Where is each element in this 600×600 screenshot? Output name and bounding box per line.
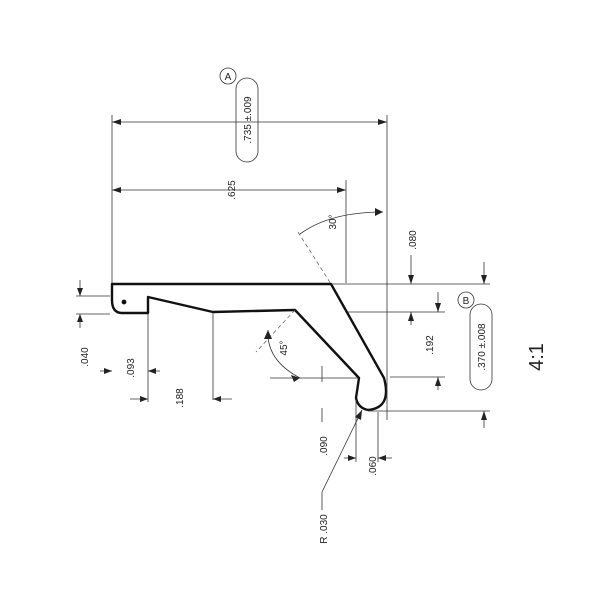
arrowhead [213, 396, 221, 402]
tolerance-oval-370 [469, 303, 493, 391]
arrowhead [408, 275, 414, 284]
arrowhead [378, 119, 387, 125]
arrowhead [435, 303, 441, 312]
angle-45-ref [255, 309, 296, 353]
dim-overall-length: .735 ±.009 [243, 96, 254, 144]
arrowhead [104, 368, 112, 374]
angle-30-arc [299, 211, 384, 235]
dim-flange-thickness: .040 [80, 347, 91, 367]
angle-30-ref [297, 231, 332, 285]
part-outline [110, 282, 388, 412]
dim-length-to-angle: .625 [227, 180, 238, 200]
dim-tip-radius: R .030 [319, 514, 330, 544]
arrowhead [337, 187, 346, 193]
arrowhead [140, 396, 148, 402]
scale-note: 4:1 [526, 343, 548, 371]
arrowhead [435, 377, 441, 386]
arrowhead [77, 288, 83, 296]
arrowhead [375, 208, 383, 216]
dim-tip-height: .060 [368, 456, 379, 476]
arrowhead [481, 275, 487, 284]
angle-lower-label: 45° [279, 340, 290, 355]
dim-middle-height: .192 [425, 335, 436, 355]
arrowhead [148, 368, 156, 374]
arrowhead [378, 455, 386, 461]
dimension-lines [77, 119, 487, 461]
datum-b: B [457, 291, 475, 309]
arrowhead [355, 410, 362, 420]
datum-a: A [219, 67, 237, 85]
arrowhead [348, 455, 356, 461]
dim-top-offset: .080 [408, 230, 419, 250]
dimension-labels: .735 ±.009 .625 .080 .192 .370 ±.008 .06… [80, 96, 488, 544]
extension-lines [76, 115, 490, 462]
datum-a-circle [219, 67, 237, 85]
dim-notch-depth: .093 [126, 358, 137, 378]
tolerance-oval-735 [235, 77, 259, 163]
datum-b-circle [457, 291, 475, 309]
angle-upper-label: 30° [328, 214, 339, 229]
hole-dot [121, 299, 127, 305]
arrowhead [481, 411, 487, 420]
dim-lower-height: .370 ±.008 [477, 323, 488, 371]
dim-step-length: .188 [175, 388, 186, 408]
arrowhead [264, 330, 272, 339]
datum-a-label: A [225, 72, 232, 83]
radius-leader-line [321, 409, 363, 493]
arrowhead [77, 314, 83, 322]
dim-tip-width: .090 [319, 436, 330, 456]
arrowhead [408, 312, 414, 321]
arrowhead [291, 375, 300, 382]
part-profile [110, 282, 388, 412]
datum-b-label: B [463, 296, 470, 307]
angle-lines [255, 208, 384, 382]
radius-leader [321, 409, 363, 510]
arrowhead [112, 119, 121, 125]
arrowhead [112, 187, 121, 193]
